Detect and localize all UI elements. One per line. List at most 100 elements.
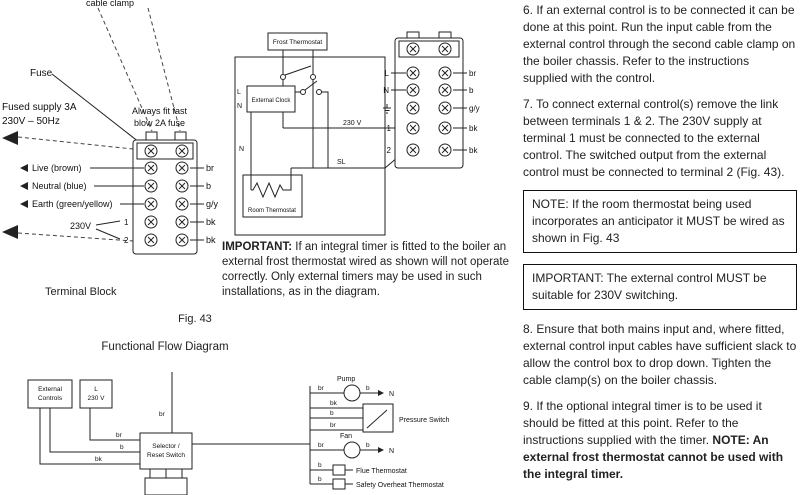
mains-terminal-diagram: cable clamp Fuse Fused supply 3A 230V – … bbox=[2, 0, 219, 255]
control-wire-line bbox=[49, 408, 140, 453]
anticipator-resistor bbox=[251, 168, 292, 199]
flue-thermostat-label: Flue Thermostat bbox=[356, 468, 407, 475]
wire-code-gy: g/y bbox=[206, 199, 219, 209]
terminal-1-label: 1 bbox=[387, 124, 392, 133]
wire-code-b: b bbox=[318, 476, 322, 483]
terminal-2-label: 2 bbox=[387, 146, 392, 155]
contact-dot bbox=[300, 89, 306, 95]
wire-code-b: b bbox=[366, 385, 370, 392]
wire-code-b: b bbox=[366, 442, 370, 449]
fuse-label: Fuse bbox=[30, 68, 53, 79]
note-box: NOTE: If the room thermostat being used … bbox=[523, 190, 797, 253]
external-controls-box bbox=[27, 379, 73, 409]
safety-thermostat-label: Safety Overheat Thermostat bbox=[356, 482, 444, 489]
external-clock-label: External Clock bbox=[252, 98, 292, 104]
voltage-bracket-line bbox=[95, 228, 121, 240]
live-label: Live (brown) bbox=[32, 163, 82, 173]
wire-code-br: br bbox=[330, 422, 337, 429]
neutral-bus-label: N bbox=[239, 146, 244, 153]
pressure-switch-label: Pressure Switch bbox=[399, 417, 450, 424]
wire-code-bk: bk bbox=[95, 456, 103, 463]
wire-arrow-icon bbox=[20, 164, 28, 172]
selector-switch-box bbox=[139, 432, 193, 470]
paragraph-9-text: 9. If the optional integral timer is to … bbox=[523, 399, 762, 447]
wire-code-b: b bbox=[206, 181, 211, 191]
wire-code-br: br bbox=[318, 385, 325, 392]
fan-symbol bbox=[343, 441, 361, 459]
external-controls-label2: Controls bbox=[38, 395, 63, 402]
cable-leader-line bbox=[97, 7, 153, 132]
voltage-bracket-line bbox=[95, 220, 121, 226]
supply-arrow-icon bbox=[2, 225, 18, 239]
clock-l-label: L bbox=[237, 89, 241, 96]
figure-caption: Fig. 43 bbox=[178, 313, 212, 325]
wire-code-br: br bbox=[116, 432, 123, 439]
mains-supply-box bbox=[79, 379, 113, 409]
important-text: If an integral timer is fitted to the bo… bbox=[222, 241, 509, 298]
pump-symbol bbox=[343, 384, 361, 402]
cable-leader-line bbox=[147, 7, 181, 132]
supply-arrow-icon bbox=[2, 131, 18, 145]
earth-symbol-icon bbox=[382, 103, 392, 114]
switch-blade-line bbox=[304, 80, 318, 91]
wire-code-b: b bbox=[469, 86, 474, 95]
frost-thermostat-label: Frost Thermostat bbox=[273, 39, 323, 46]
instructions-column: 6. If an external control is to be conne… bbox=[523, 2, 797, 492]
fuse-pointer-line bbox=[51, 73, 145, 147]
clock-n-label: N bbox=[237, 103, 242, 110]
wire-code-br: br bbox=[206, 163, 214, 173]
fast-fuse-label: Always fit fast bbox=[132, 106, 188, 116]
wire-arrow-icon bbox=[20, 200, 28, 208]
wire-code-b: b bbox=[120, 444, 124, 451]
terminal-2-label: 2 bbox=[124, 236, 129, 245]
external-wiring-enclosure bbox=[234, 56, 386, 236]
external-controls-wiring-diagram: Frost Thermostat L N External Clock N Ro… bbox=[234, 31, 480, 236]
supply-cable-line bbox=[17, 232, 134, 242]
paragraph-9-note: NOTE: An external frost thermostat canno… bbox=[523, 433, 784, 481]
fused-supply-label: Fused supply 3A bbox=[2, 102, 77, 113]
terminal-block-middle bbox=[394, 31, 464, 169]
external-controls-label: External bbox=[38, 386, 62, 393]
voltage-label: 230 V bbox=[343, 120, 362, 127]
external-clock-box bbox=[246, 85, 296, 113]
wire-code-b: b bbox=[330, 410, 334, 417]
important-label: IMPORTANT: bbox=[222, 241, 293, 253]
room-thermostat-box bbox=[242, 174, 303, 218]
functional-flow-diagram: External Controls L 230 V br bk b br Sel… bbox=[27, 372, 450, 495]
neutral-label: Neutral (blue) bbox=[32, 181, 87, 191]
wire-code-br: br bbox=[159, 411, 166, 418]
frost-thermostat-box bbox=[267, 32, 328, 51]
supply-l-label: L bbox=[94, 386, 98, 393]
lower-component-box bbox=[144, 477, 188, 495]
pump-label: Pump bbox=[337, 376, 355, 383]
safety-thermostat-symbol bbox=[332, 478, 346, 490]
instruction-paragraph-9: 9. If the optional integral timer is to … bbox=[523, 398, 797, 483]
supply-voltage-label: 230V bbox=[70, 221, 91, 231]
room-thermostat-label: Room Thermostat bbox=[248, 208, 296, 214]
supply-voltage-label: 230 V bbox=[88, 395, 106, 402]
wire-arrow-icon bbox=[20, 182, 28, 190]
wire-code-bk: bk bbox=[469, 124, 478, 133]
neutral-label: N bbox=[389, 448, 394, 455]
flow-diagram-title: Functional Flow Diagram bbox=[101, 341, 229, 353]
terminal-1-label: 1 bbox=[124, 218, 129, 227]
instruction-paragraph-8: 8. Ensure that both mains input and, whe… bbox=[523, 322, 797, 387]
control-wire-line bbox=[89, 408, 140, 441]
contact-dot bbox=[280, 74, 286, 80]
cable-clamp-label: cable clamp bbox=[86, 0, 134, 8]
flue-thermostat-symbol bbox=[332, 464, 346, 476]
contact-dot bbox=[310, 74, 316, 80]
terminal-n-label: N bbox=[383, 86, 389, 95]
wire-code-gy: g/y bbox=[469, 104, 480, 113]
wire-code-br: br bbox=[469, 69, 476, 78]
sl-label: SL bbox=[337, 159, 346, 166]
wire-code-bk: bk bbox=[330, 400, 338, 407]
neutral-label: N bbox=[389, 391, 394, 398]
fused-supply-label2: 230V – 50Hz bbox=[2, 116, 60, 127]
wire-code-br: br bbox=[318, 442, 325, 449]
terminal-block-caption: Terminal Block bbox=[45, 286, 117, 298]
wire-code-b: b bbox=[318, 462, 322, 469]
terminal-l-label: L bbox=[385, 69, 390, 78]
terminal-block-left bbox=[132, 131, 198, 255]
wire-code-bk: bk bbox=[206, 217, 216, 227]
